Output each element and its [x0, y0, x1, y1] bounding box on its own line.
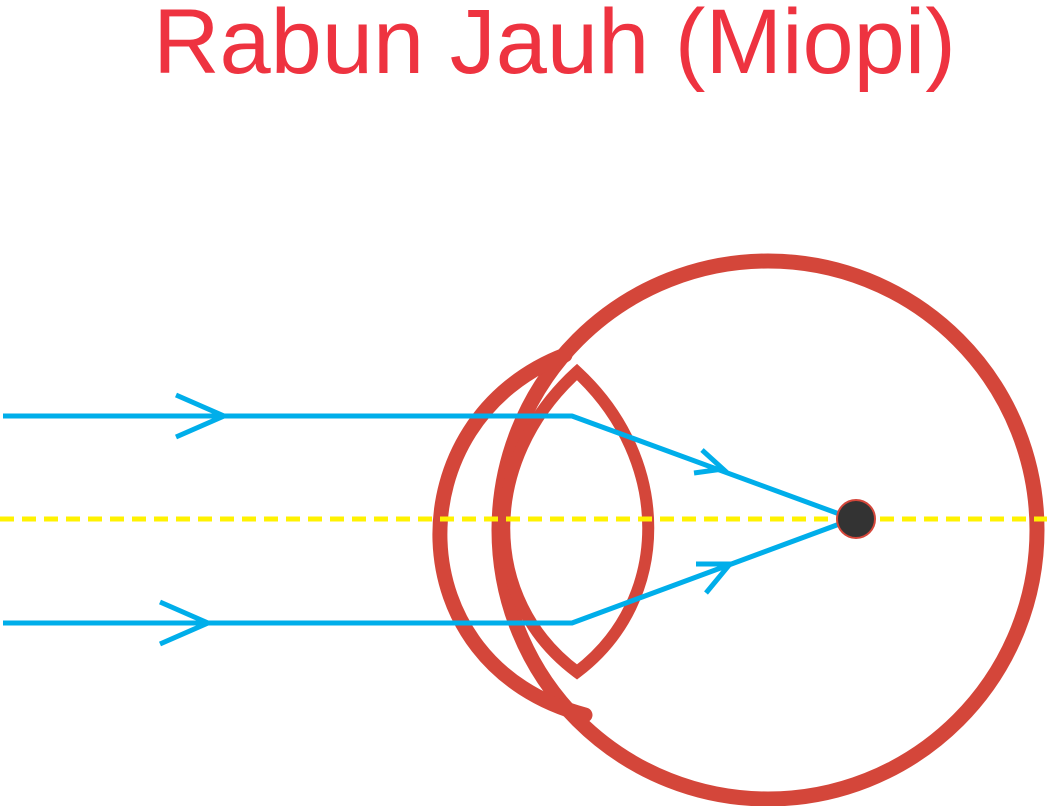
upper-ray-arrow-2: [693, 448, 729, 476]
upper-light-ray: [3, 413, 854, 522]
focal-point: [836, 499, 876, 539]
lens-outline: [498, 363, 655, 680]
cornea-outline: [432, 347, 593, 723]
upper-ray-arrow-1: [174, 392, 231, 440]
lower-ray-arrow-2: [696, 561, 736, 595]
diagram-title: Rabun Jauh (Miopi): [153, 0, 956, 93]
lower-light-ray: [3, 516, 854, 626]
lower-ray-arrow-1: [158, 599, 215, 647]
